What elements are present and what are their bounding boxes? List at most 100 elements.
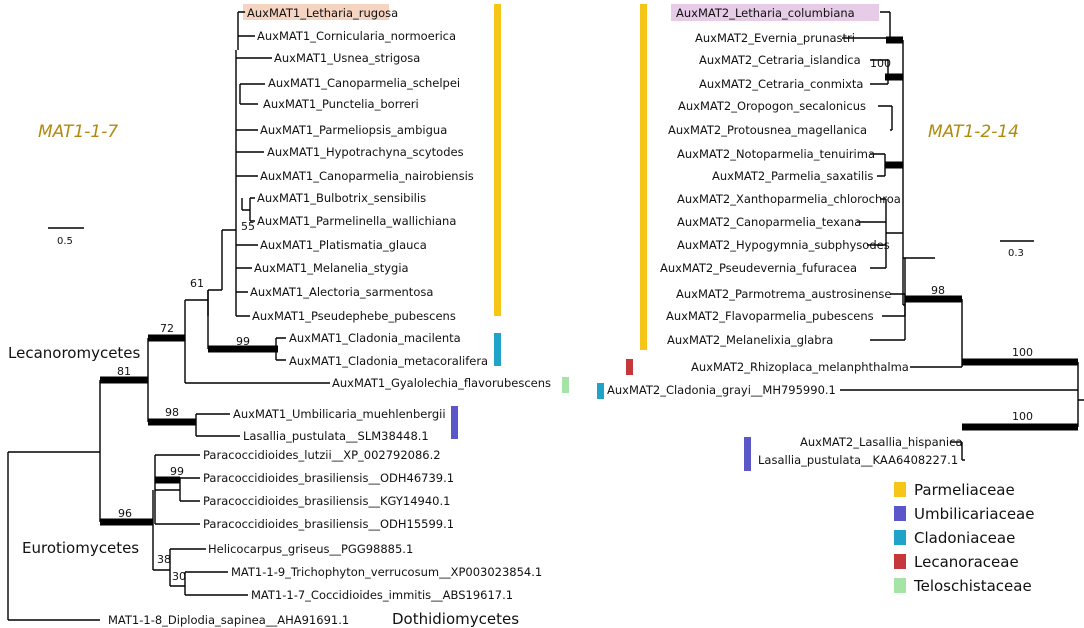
tip-label: AuxMAT1_Cladonia_metacoralifera xyxy=(289,354,488,368)
tip-label: MAT1-1-7_Coccidioides_immitis__ABS19617.… xyxy=(251,588,513,602)
class-label-eurotiomycetes: Eurotiomycetes xyxy=(22,539,139,557)
tip-label: AuxMAT2_Hypogymnia_subphysodes xyxy=(677,238,890,252)
tip-label: AuxMAT2_Oropogon_secalonicus xyxy=(678,99,866,113)
left-branches-72 xyxy=(184,299,330,384)
left-support: 55 xyxy=(241,220,255,233)
legend-label: Teloschistaceae xyxy=(913,577,1032,595)
legend: Parmeliaceae Umbilicariaceae Cladoniacea… xyxy=(894,481,1034,595)
left-onygenales-branches xyxy=(152,490,248,596)
left-tip-highlight xyxy=(243,4,389,20)
tip-label: Helicocarpus_griseus__PGG98885.1 xyxy=(208,542,413,556)
legend-swatch-teloschistaceae xyxy=(894,578,906,593)
family-bar-teloschistaceae xyxy=(562,377,569,393)
tip-label: MAT1-1-8_Diplodia_sapinea__AHA91691.1 xyxy=(108,613,349,627)
tip-label: AuxMAT2_Letharia_columbiana xyxy=(676,6,855,20)
right-support: 100 xyxy=(1012,346,1033,359)
tip-label: AuxMAT2_Cetraria_islandica xyxy=(699,53,861,67)
family-bar-umbilicariaceae xyxy=(744,437,751,471)
tip-label: AuxMAT2_Xanthoparmelia_chlorochroa xyxy=(677,192,901,206)
tip-label: AuxMAT2_Parmotrema_austrosinense xyxy=(676,287,892,301)
family-bar-umbilicariaceae xyxy=(451,406,458,439)
family-bar-cladoniaceae xyxy=(494,333,501,366)
left-gene-label: MAT1-1-7 xyxy=(38,122,118,142)
tip-label: AuxMAT2_Pseudevernia_fufuracea xyxy=(660,261,857,275)
right-parmeliaceae-thick xyxy=(885,36,903,169)
class-label-lecanoromycetes: Lecanoromycetes xyxy=(8,344,141,362)
left-support: 38 xyxy=(157,553,171,566)
tip-label: AuxMAT2_Rhizoplaca_melanphthalma xyxy=(691,360,909,374)
legend-label: Umbilicariaceae xyxy=(914,505,1034,523)
tip-label: AuxMAT1_Gyalolechia_flavorubescens xyxy=(332,376,551,390)
tip-label: Paracoccidioides_lutzii__XP_002792086.2 xyxy=(203,448,441,462)
class-label-dothidiomycetes: Dothidiomycetes xyxy=(392,610,519,628)
left-support: 72 xyxy=(160,322,174,335)
family-bar-parmeliaceae xyxy=(640,4,647,350)
legend-swatch-umbilicariaceae xyxy=(894,506,906,521)
right-root xyxy=(1077,390,1084,427)
tip-label: AuxMAT2_Cetraria_conmixta xyxy=(699,77,863,91)
tip-label: AuxMAT2_Parmelia_saxatilis xyxy=(712,169,873,183)
legend-label: Parmeliaceae xyxy=(914,481,1015,499)
tip-label: AuxMAT1_Umbilicaria_muehlenbergii xyxy=(233,407,446,421)
tip-label: AuxMAT1_Canoparmelia_schelpei xyxy=(268,76,460,90)
tip-label: AuxMAT2_Notoparmelia_tenuirima xyxy=(677,147,875,161)
tip-label: Lasallia_pustulata__SLM38448.1 xyxy=(243,429,429,443)
right-support: 98 xyxy=(931,284,945,297)
family-bar-parmeliaceae xyxy=(494,4,501,316)
tip-label: AuxMAT1_Parmelinella_wallichiana xyxy=(257,214,456,228)
left-support: 99 xyxy=(170,465,184,478)
tip-label: AuxMAT1_Hypotrachyna_scytodes xyxy=(267,145,464,159)
tip-label: Lasallia_pustulata__KAA6408227.1 xyxy=(758,453,958,467)
tip-label: Paracoccidioides_brasiliensis__ODH15599.… xyxy=(203,517,454,531)
tip-label: AuxMAT1_Melanelia_stygia xyxy=(254,261,409,275)
legend-swatch-parmeliaceae xyxy=(894,482,906,497)
right-parmeliaceae-join xyxy=(870,40,935,341)
right-tree: MAT1-2-14 0.3 100 98 100 100 AuxMAT2_Let… xyxy=(597,4,1084,471)
left-parmeliaceae-branches xyxy=(207,11,272,317)
tip-label: AuxMAT2_Melanelixia_glabra xyxy=(667,333,833,347)
right-support: 100 xyxy=(870,57,891,70)
left-support: 81 xyxy=(117,365,131,378)
tip-label: AuxMAT1_Punctelia_borreri xyxy=(263,97,419,111)
family-bar-lecanoraceae xyxy=(626,359,633,375)
tip-label: AuxMAT2_Evernia_prunastri xyxy=(695,31,855,45)
tip-label: AuxMAT1_Cladonia_macilenta xyxy=(289,331,461,345)
left-tree: MAT1-1-7 0.5 55 61 72 99 81 98 99 96 xyxy=(7,4,569,628)
tip-label: AuxMAT2_Flavoparmelia_pubescens xyxy=(666,309,874,323)
right-gene-label: MAT1-2-14 xyxy=(928,122,1019,142)
tip-label: AuxMAT1_Usnea_strigosa xyxy=(274,51,420,65)
right-scale-label: 0.3 xyxy=(1008,248,1024,259)
left-scale-label: 0.5 xyxy=(57,236,73,247)
left-paracocc-branches xyxy=(154,454,200,525)
right-tip-highlight xyxy=(671,4,879,21)
legend-swatch-lecanoraceae xyxy=(894,554,906,569)
legend-label: Lecanoraceae xyxy=(914,553,1019,571)
tip-label: AuxMAT1_Letharia_rugosa xyxy=(247,6,398,20)
left-support: 98 xyxy=(165,406,179,419)
tip-label: AuxMAT2_Cladonia_grayi__MH795990.1 xyxy=(607,383,836,397)
right-lasallia-branches xyxy=(950,441,965,461)
right-support: 100 xyxy=(1012,410,1033,423)
left-support: 96 xyxy=(118,507,132,520)
tip-label: AuxMAT2_Lasallia_hispanica xyxy=(800,435,963,449)
tip-label: Paracoccidioides_brasiliensis__KGY14940.… xyxy=(203,494,450,508)
tip-label: AuxMAT2_Canoparmelia_texana xyxy=(677,215,861,229)
tip-label: AuxMAT2_Protousnea_magellanica xyxy=(668,123,867,137)
tip-label: AuxMAT1_Pseudephebe_pubescens xyxy=(252,309,456,323)
tip-label: AuxMAT1_Cornicularia_normoerica xyxy=(257,29,456,43)
legend-swatch-cladoniaceae xyxy=(894,530,906,545)
legend-label: Cladoniaceae xyxy=(914,529,1015,547)
tip-label: Paracoccidioides_brasiliensis__ODH46739.… xyxy=(203,471,454,485)
tip-label: AuxMAT1_Parmeliopsis_ambigua xyxy=(260,123,447,137)
family-bar-cladoniaceae xyxy=(597,383,604,399)
left-support: 30 xyxy=(172,570,186,583)
left-support: 61 xyxy=(190,277,204,290)
tip-label: AuxMAT1_Canoparmelia_nairobiensis xyxy=(260,169,474,183)
tip-label: MAT1-1-9_Trichophyton_verrucosum__XP0030… xyxy=(231,565,542,579)
tip-label: AuxMAT1_Bulbotrix_sensibilis xyxy=(257,191,426,205)
right-rhizoplaca-branch xyxy=(910,299,963,368)
left-support: 99 xyxy=(236,335,250,348)
right-cladonia-branch xyxy=(840,362,1079,391)
tip-label: AuxMAT1_Alectoria_sarmentosa xyxy=(250,285,433,299)
